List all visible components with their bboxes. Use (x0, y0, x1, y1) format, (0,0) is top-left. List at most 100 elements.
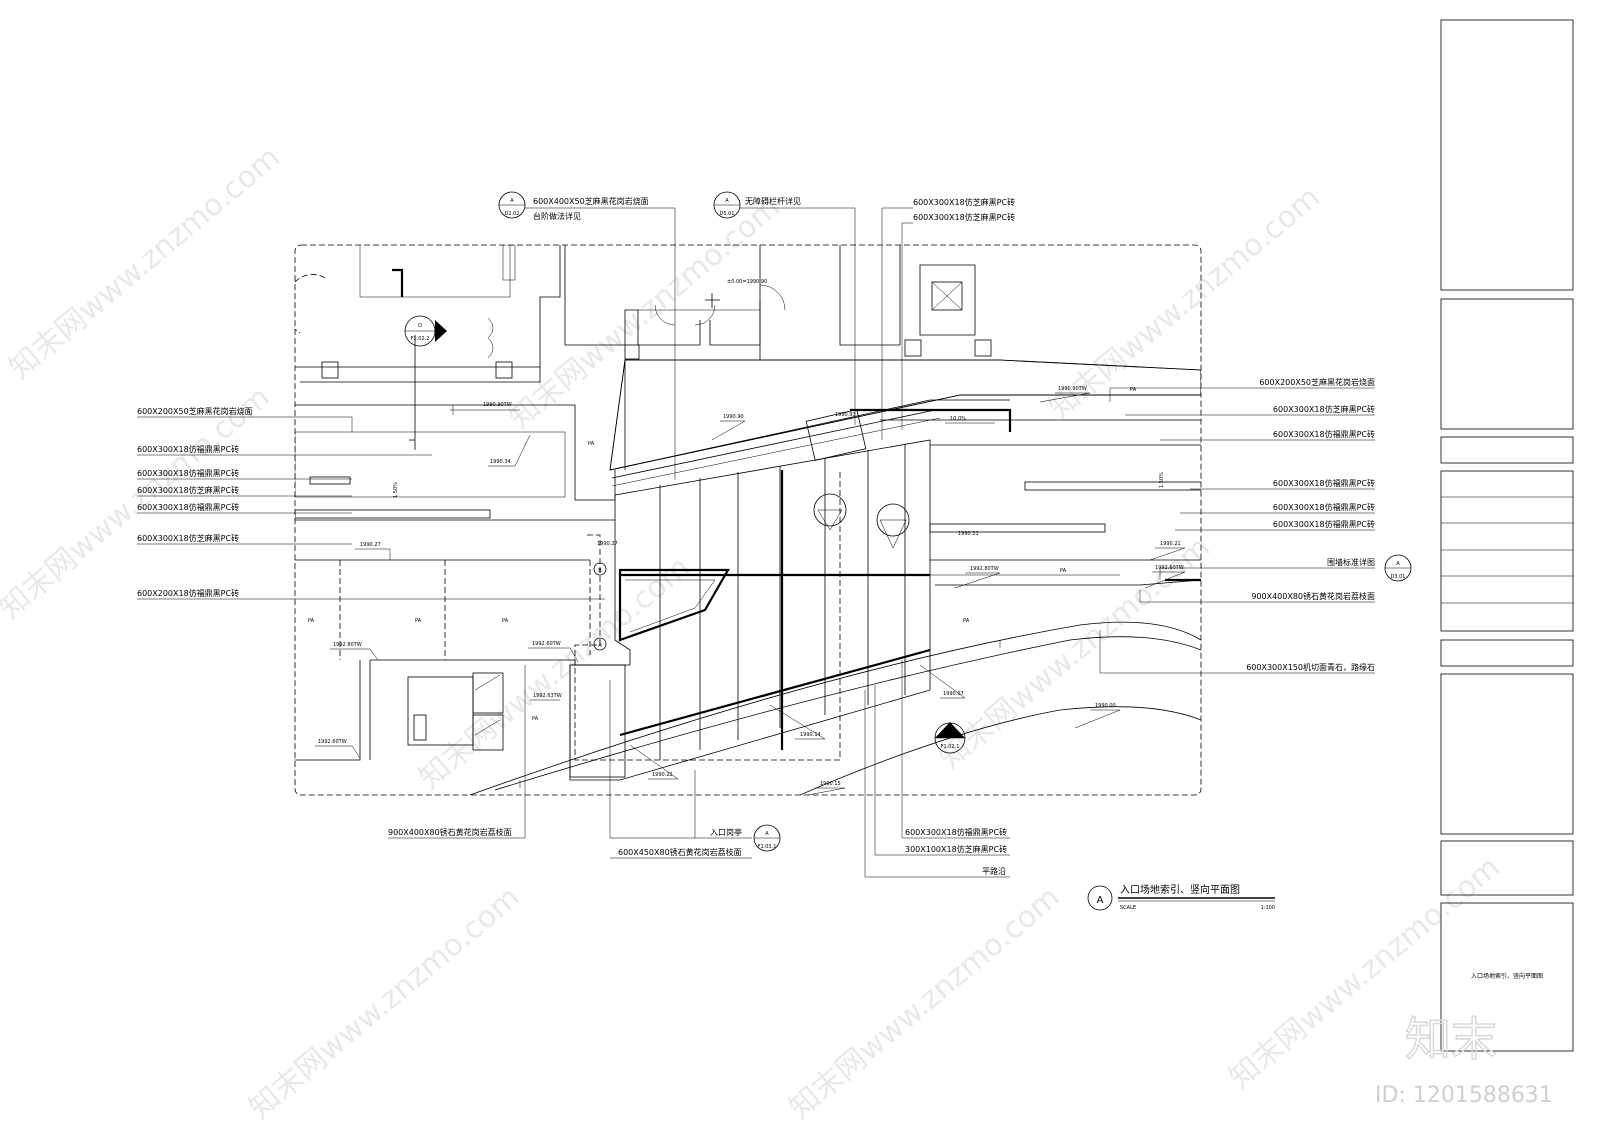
callout-left: 600X300X18仿芝麻黑PC砖 (137, 533, 239, 543)
area-label-pa: PA (588, 441, 595, 447)
axis-label-b: B (598, 568, 602, 574)
callout-right: 600X300X150机切面青石，路缘石 (1246, 662, 1375, 672)
elevation-label: 1990.15 (820, 781, 841, 787)
callout-curb: 平路沿 (982, 866, 1006, 876)
elevation-label: 1990.21 (1160, 541, 1181, 547)
section-sheet: F1.02.1 (941, 744, 960, 750)
watermark-text: 知末网www.znzmo.com (243, 880, 527, 1126)
scale-label: SCALE (1120, 905, 1136, 911)
elevation-label: 1990.22 (652, 772, 673, 778)
datum-elevation: ±0.00=1990.90 (727, 279, 767, 285)
callout-wall-ref: 围墙标准详图 (1327, 557, 1375, 567)
brand-logo: 知末 (1405, 1012, 1497, 1066)
area-label-pa: PA (1060, 568, 1067, 574)
area-label-pa: PA (502, 618, 509, 624)
elevation-label: 1990.21 (958, 531, 979, 537)
elevation-label: 1990.34 (490, 459, 511, 465)
watermark-text: 知末网www.znzmo.com (503, 190, 787, 436)
elevation-label: 1990.93 (835, 412, 856, 418)
site-plan (295, 245, 1201, 795)
section-letter: D (418, 323, 422, 329)
callout-right: 600X300X18仿福鼎黑PC砖 (1273, 502, 1375, 512)
detail-ref-sheet: D3.01 (1391, 574, 1406, 580)
callout-bottom: 300X100X18仿芝麻黑PC砖 (905, 844, 1007, 854)
callout-right: 600X300X18仿福鼎黑PC砖 (1273, 478, 1375, 488)
building-wall (295, 245, 561, 368)
detail-ref-sheet: F1.03.1 (758, 844, 777, 850)
elevation-label: 1990.27 (360, 542, 381, 548)
section-sheet: F1.02.2 (411, 336, 430, 342)
section-letter: A (948, 731, 952, 737)
callout-rail-ref: 无障碍栏杆详见 (745, 196, 801, 206)
axis-label-a: A (598, 643, 602, 649)
bottom-callouts: 900X400X80锈石黄花岗岩荔枝面 入口岗亭 A F1.03.1 600X4… (388, 660, 1010, 878)
drawing-title-text: 入口场地索引、竖向平面图 (1120, 883, 1240, 896)
image-id: ID: 1201588631 (1375, 1083, 1553, 1108)
callout-left: 600X300X18仿芝麻黑PC砖 (137, 485, 239, 495)
detail-ref-letter: A (1396, 561, 1400, 567)
elevation-label: 1992.60TW (318, 739, 347, 745)
area-label-pa: PA (415, 618, 422, 624)
elevation-label: 1992.80TW (970, 566, 999, 572)
callout-kiosk: 入口岗亭 (710, 827, 742, 837)
area-label-pa: PA (532, 716, 539, 722)
scale-value: 1:100 (1261, 905, 1275, 911)
elevation-label: 1990.90TW (1058, 386, 1087, 392)
callout-bottom: 600X300X18仿福鼎黑PC砖 (905, 827, 1007, 837)
right-callouts: 600X200X50芝麻黑花岗岩烧面 600X300X18仿芝麻黑PC砖 600… (1099, 377, 1412, 674)
grid-axes: B A (593, 562, 607, 651)
elevation-label: 1990.14 (800, 732, 821, 738)
elevation-label: 1990.90TW (483, 402, 512, 408)
callout-step-ref: 台阶做法详见 (533, 211, 581, 221)
detail-ref-letter: A (510, 198, 514, 204)
elevation-label: 1992.63TW (533, 693, 562, 699)
callout-right: 600X300X18仿福鼎黑PC砖 (1273, 519, 1375, 529)
area-labels: PA PA PA PA PA PA PA PA (308, 387, 1137, 722)
elevation-label: 1992.80TW (333, 642, 362, 648)
detail-ref-letter: A (725, 198, 729, 204)
callout-step-material: 600X400X50芝麻黑花岗岩烧面 (533, 196, 649, 206)
left-callouts: 600X200X50芝麻黑花岗岩烧面 600X300X18仿福鼎黑PC砖 600… (137, 406, 605, 600)
detail-ref-letter: A (765, 831, 769, 837)
area-label-pa: PA (1130, 387, 1137, 393)
title-block-drawing-name: 入口场地索引、竖向平面图 (1471, 972, 1543, 980)
callout-right: 900X400X80锈石黄花岗岩荔枝面 (1251, 591, 1375, 601)
callout-right: 600X200X50芝麻黑花岗岩烧面 (1259, 377, 1375, 387)
callout-pc2: 600X300X18仿芝麻黑PC砖 (913, 212, 1015, 222)
elevation-label: 1992.60TW (532, 641, 561, 647)
drawing-symbol: A (1097, 895, 1104, 906)
watermark-text: 知末网www.znzmo.com (3, 140, 287, 386)
callout-bottom: 600X450X80锈石黄花岗岩荔枝面 (618, 847, 742, 857)
elevation-label: 1990.00 (1095, 703, 1116, 709)
callout-right: 600X300X18仿芝麻黑PC砖 (1273, 404, 1375, 414)
callout-left: 600X300X18仿福鼎黑PC砖 (137, 502, 239, 512)
watermark-text: 知末网www.znzmo.com (783, 880, 1067, 1126)
callout-bottom: 900X400X80锈石黄花岗岩荔枝面 (388, 827, 512, 837)
slope-label: 1.50% (393, 482, 399, 498)
area-label-pa: PA (963, 618, 970, 624)
drawing-title: A 入口场地索引、竖向平面图 SCALE 1:100 (1087, 883, 1275, 911)
slope-label: 1.50% (1159, 472, 1165, 488)
kiosk-footprint (618, 568, 730, 642)
callout-left: 600X200X50芝麻黑花岗岩烧面 (137, 406, 253, 416)
elevation-markers: ±0.00=1990.90 1990.90TW 1990.34 1990.27 … (315, 279, 1186, 796)
detail-ref-sheet: D2.02 (505, 211, 520, 217)
area-label-pa: PA (308, 618, 315, 624)
top-callouts: A D2.02 600X400X50芝麻黑花岗岩烧面 台阶做法详见 A D5.0… (498, 191, 1015, 480)
title-block: 入口场地索引、竖向平面图 (1440, 19, 1574, 1052)
left-walkway-paving (295, 431, 566, 498)
callout-right: 600X300X18仿福鼎黑PC砖 (1273, 429, 1375, 439)
slope-label: 10.0% (950, 416, 966, 422)
detail-ref-sheet: D5.01 (720, 211, 735, 217)
watermark-layer: 知末网www.znzmo.com 知末网www.znzmo.com 知末网www… (0, 140, 1507, 1126)
watermark-text: 知末网www.znzmo.com (413, 550, 697, 796)
callout-pc1: 600X300X18仿芝麻黑PC砖 (913, 197, 1015, 207)
callout-left: 600X200X18仿福鼎黑PC砖 (137, 588, 239, 598)
section-marker-a: A F1.02.1 (934, 722, 966, 754)
elevation-label: 1990.27 (597, 541, 618, 547)
elevation-label: 1990.07 (943, 691, 964, 697)
section-marker-d: D F1.02.2 (404, 315, 447, 347)
callout-left: 600X300X18仿福鼎黑PC砖 (137, 468, 239, 478)
callout-left: 600X300X18仿福鼎黑PC砖 (137, 444, 239, 454)
